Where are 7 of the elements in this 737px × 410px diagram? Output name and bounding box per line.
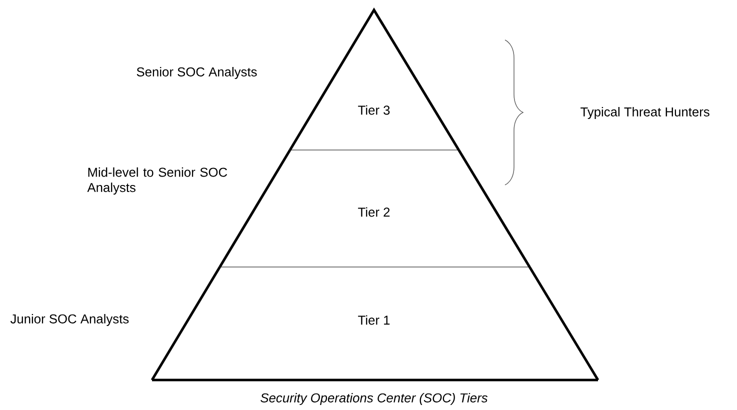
tier-band: Tier 3 [288, 8, 460, 151]
tier-band: Tier 1 [150, 266, 600, 382]
tier-description: Senior SOC Analysts [136, 67, 257, 79]
tier-description: Junior SOC Analysts [10, 314, 129, 326]
brace-label: Typical Threat Hunters [580, 107, 710, 119]
caption: Security Operations Center (SOC) Tiers [260, 392, 488, 405]
tier-description: Mid-level to Senior SOC Analysts [87, 167, 228, 195]
